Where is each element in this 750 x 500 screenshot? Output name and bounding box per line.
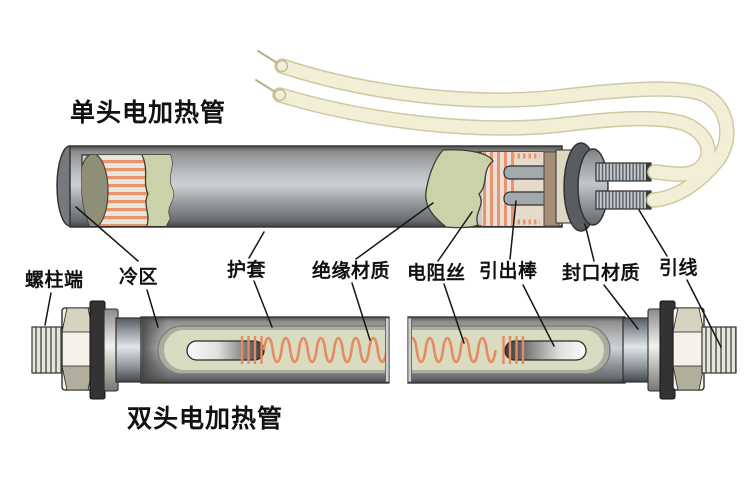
left-cutaway xyxy=(81,154,174,227)
left-hex-nut xyxy=(61,307,94,391)
label-sealing: 封口材质 xyxy=(562,262,641,284)
left-stud-thread xyxy=(31,326,65,374)
right-seal-cylinder xyxy=(622,317,651,383)
title-double-head: 双头电加热管 xyxy=(127,404,284,433)
left-dark-washer xyxy=(89,300,106,400)
leader-lines xyxy=(44,200,722,348)
left-seal-cylinder xyxy=(115,317,144,383)
lead-rod-left xyxy=(186,340,265,361)
coil-ticks-left xyxy=(240,336,263,364)
resistance-wire-left xyxy=(262,336,388,364)
label-insulation: 绝缘材质 xyxy=(312,260,391,282)
lead-rod-right xyxy=(504,340,587,361)
label-stud-end: 螺柱端 xyxy=(25,269,84,291)
core-end-cap xyxy=(82,155,109,226)
end-cap xyxy=(577,148,609,226)
label-resistance-wire: 电阻丝 xyxy=(407,262,466,284)
right-hex-nut xyxy=(672,307,705,391)
label-lead-rod: 引出棒 xyxy=(479,260,538,282)
tube-segment-right xyxy=(406,316,626,384)
lead-wire-inner xyxy=(273,88,715,181)
title-single-head: 单头电加热管 xyxy=(70,98,227,127)
label-cold-zone: 冷区 xyxy=(119,266,159,288)
single-head-tube xyxy=(56,142,652,232)
resistance-wire-right xyxy=(406,336,497,364)
coil-ticks-right xyxy=(502,336,525,364)
double-head-tube xyxy=(31,300,737,400)
label-sheath: 护套 xyxy=(227,259,267,281)
insulation-blob-right xyxy=(425,149,494,229)
label-lead-wire: 引线 xyxy=(659,257,699,279)
right-stud-thread xyxy=(701,326,737,374)
right-cutaway xyxy=(425,149,563,229)
tube-segment-left xyxy=(140,316,390,384)
lead-wires xyxy=(255,50,735,208)
lead-wire-outer xyxy=(275,59,734,207)
